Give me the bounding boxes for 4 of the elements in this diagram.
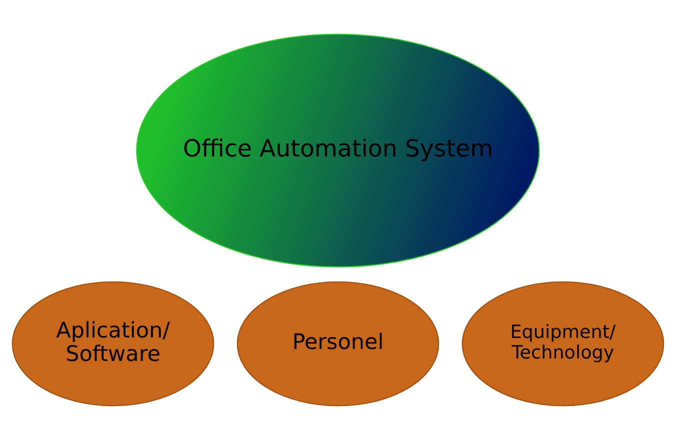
node-ellipse: Personel bbox=[236, 280, 440, 406]
node-ellipse: Equipment/ Technology bbox=[462, 280, 664, 406]
node-ellipse: Office Automation System bbox=[136, 33, 540, 267]
node-ellipse: Aplication/ Software bbox=[12, 280, 214, 406]
